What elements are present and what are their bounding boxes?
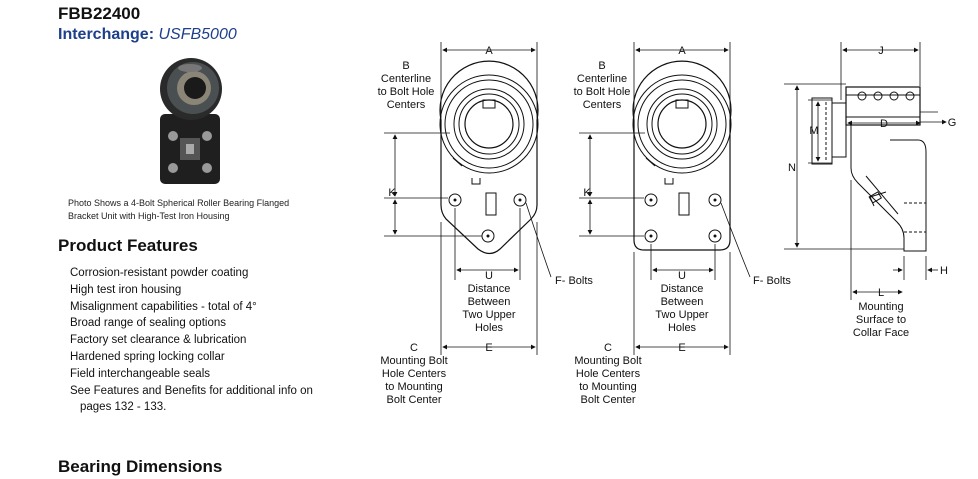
feature-item: pages 132 - 133. [80,401,167,414]
b-desc-line: Centerline [381,73,431,85]
label-c: C [410,342,418,354]
label-b: B [598,60,605,72]
feature-item: Broad range of sealing options [70,317,226,330]
front-view-2-dimensions [579,42,751,355]
c-desc-line: Mounting Bolt [380,355,447,367]
label-b: B [402,60,409,72]
label-c: C [604,342,612,354]
l-desc-line: Mounting [858,301,903,313]
b-desc-line: Centers [387,99,426,111]
label-l: L [878,287,884,299]
c-desc-line: Bolt Center [580,394,635,406]
label-k: K [583,187,591,199]
interchange-line: Interchange: USFB5000 [58,26,237,44]
label-k: K [388,187,396,199]
l-desc-line: Collar Face [853,327,909,339]
front-view-1 [439,60,539,255]
label-f-bolts: F- Bolts [753,275,791,287]
feature-item: Field interchangeable seals [70,367,211,380]
u-desc-line: Holes [668,322,697,334]
c-desc-line: Mounting Bolt [574,355,641,367]
product-photo [160,58,222,184]
u-desc-line: Distance [661,283,704,295]
b-desc-line: Centerline [577,73,627,85]
side-view-dimensions [784,42,947,300]
label-a: A [485,45,493,57]
label-e: E [485,342,492,354]
feature-item: Hardened spring locking collar [70,350,225,363]
b-desc-line: to Bolt Hole [574,86,631,98]
feature-item: Misalignment capabilities - total of 4° [70,300,257,313]
side-view [811,86,927,252]
feature-item: Factory set clearance & lubrication [70,334,247,347]
front-view-2-labels: A B Centerline to Bolt Hole Centers K U … [574,45,792,406]
b-desc-line: to Bolt Hole [378,86,435,98]
bearing-dimensions-heading: Bearing Dimensions [58,457,223,476]
u-desc-line: Between [661,296,704,308]
features-list: Corrosion-resistant powder coating High … [70,265,313,416]
c-desc-line: to Mounting [579,381,636,393]
label-u: U [485,270,493,282]
front-view-1-labels: A B Centerline to Bolt Hole Centers K U … [378,45,594,406]
u-desc-line: Holes [475,322,504,334]
caption-line-2: Bracket Unit with High-Test Iron Housing [68,211,230,221]
front-view-2 [632,60,732,251]
interchange-value: USFB5000 [158,26,237,43]
photo-caption: Photo Shows a 4-Bolt Spherical Roller Be… [68,197,298,223]
label-e: E [678,342,685,354]
feature-item: High test iron housing [70,283,182,296]
features-heading: Product Features [58,236,198,255]
label-f-bolts: F- Bolts [555,275,593,287]
label-n: N [788,162,796,174]
label-h: H [940,265,948,277]
u-desc-line: Two Upper [462,309,516,321]
u-desc-line: Between [468,296,511,308]
caption-line-1: Photo Shows a 4-Bolt Spherical Roller Be… [68,198,290,208]
product-title: FBB22400 [58,4,141,23]
feature-item: Corrosion-resistant powder coating [70,267,249,279]
label-d: D [880,118,888,130]
label-j: J [878,45,884,57]
feature-item: See Features and Benefits for additional… [70,384,313,397]
interchange-label: Interchange: [58,26,155,43]
label-m: M [809,125,818,137]
c-desc-line: Bolt Center [386,394,441,406]
u-desc-line: Distance [468,283,511,295]
label-u: U [678,270,686,282]
front-view-1-dimensions [384,42,552,355]
label-g: G [948,117,957,129]
b-desc-line: Centers [583,99,622,111]
label-a: A [678,45,686,57]
c-desc-line: to Mounting [385,381,442,393]
c-desc-line: Hole Centers [382,368,447,380]
side-view-labels: J M D G N H L Mounting Surface to Collar… [788,45,956,339]
u-desc-line: Two Upper [655,309,709,321]
l-desc-line: Surface to [856,314,906,326]
c-desc-line: Hole Centers [576,368,641,380]
